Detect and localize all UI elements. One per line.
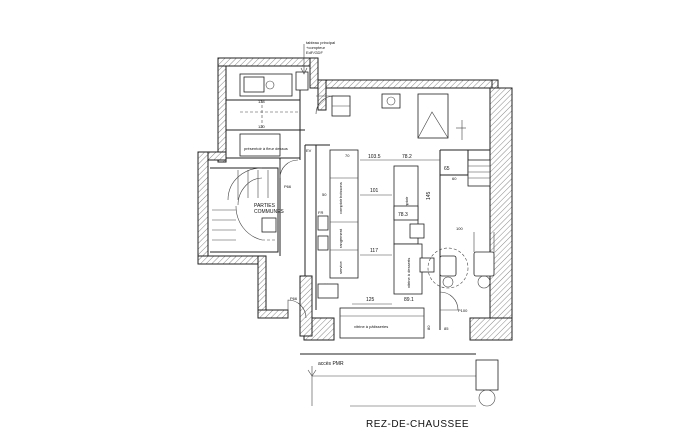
doors: P66 P66 P100 EV [279, 95, 468, 319]
tableau-line1: tableau principal [306, 40, 335, 45]
top-counters [331, 93, 466, 140]
wheelchair-zone: 100 [427, 226, 495, 289]
electrical-panel-note: tableau principal +compteur EdF/GDF [300, 40, 335, 75]
tag-ev: EV [306, 148, 312, 153]
tag-p66-a: P66 [284, 184, 292, 189]
exterior-walls [197, 57, 513, 341]
dim-60: 60 [452, 176, 457, 181]
boissons-label: boissons [338, 182, 343, 198]
comptoir-label-right: comptoir [404, 196, 409, 212]
rangement-label: rangement [338, 228, 343, 248]
dim-103-5: 103.5 [368, 154, 381, 160]
dim-85: 85 [444, 326, 449, 331]
dim-100: 100 [456, 226, 463, 231]
right-stair: 60 [452, 159, 491, 187]
dim-78-2: 78.2 [402, 154, 412, 160]
drawing-title: REZ-DE-CHAUSSEE [366, 419, 469, 430]
acces-pmr-label: accès PMR [318, 361, 344, 367]
parties-communes-line1: PARTIES [254, 203, 276, 209]
tag-p100: P100 [458, 308, 468, 313]
parties-communes-line2: COMMUNES [254, 209, 284, 215]
dim-65: 65 [444, 166, 450, 172]
bottom-vitrine: vitrine à pâtisseries vitrine 80 [317, 282, 431, 339]
dim-145: 145 [426, 191, 432, 200]
staircase: PARTIES COMMUNES [210, 167, 284, 253]
annex-room: 134 120 présentoir à fleur dessus [239, 71, 309, 157]
presentoir-label: présentoir à fleur dessus [244, 146, 288, 151]
dim-101: 101 [370, 188, 379, 194]
tableau-line3: EdF/GDF [306, 50, 323, 55]
entrance-ramp: accès PMR 85 [300, 326, 499, 407]
dim-117: 117 [370, 248, 378, 254]
vitrine-desserts-label: vitrine à desserts [406, 258, 411, 288]
left-counter-column: boissons comptoir rangement service 70 5… [317, 149, 359, 279]
dim-80: 80 [426, 325, 431, 330]
tag-p66-b: P66 [290, 296, 298, 301]
right-counter-column: comptoir 78.3 vitrine à desserts [393, 165, 435, 295]
service-label: service [338, 261, 343, 274]
dim-120: 120 [258, 124, 265, 129]
dim-50: 50 [322, 192, 327, 197]
center-dimensions: 103.5 78.2 101 117 125 89.1 145 65 [352, 154, 450, 305]
dim-125: 125 [366, 297, 375, 303]
dim-70: 70 [345, 153, 350, 158]
vitrine-patisseries-label: vitrine à pâtisseries [354, 324, 388, 329]
tag-fr: FR [318, 210, 323, 215]
dim-89-1: 89.1 [404, 297, 414, 303]
dim-134: 134 [258, 99, 265, 104]
comptoir-label-left: comptoir [338, 198, 343, 214]
tableau-line2: +compteur [306, 45, 326, 50]
dim-78-3: 78.3 [398, 212, 408, 218]
